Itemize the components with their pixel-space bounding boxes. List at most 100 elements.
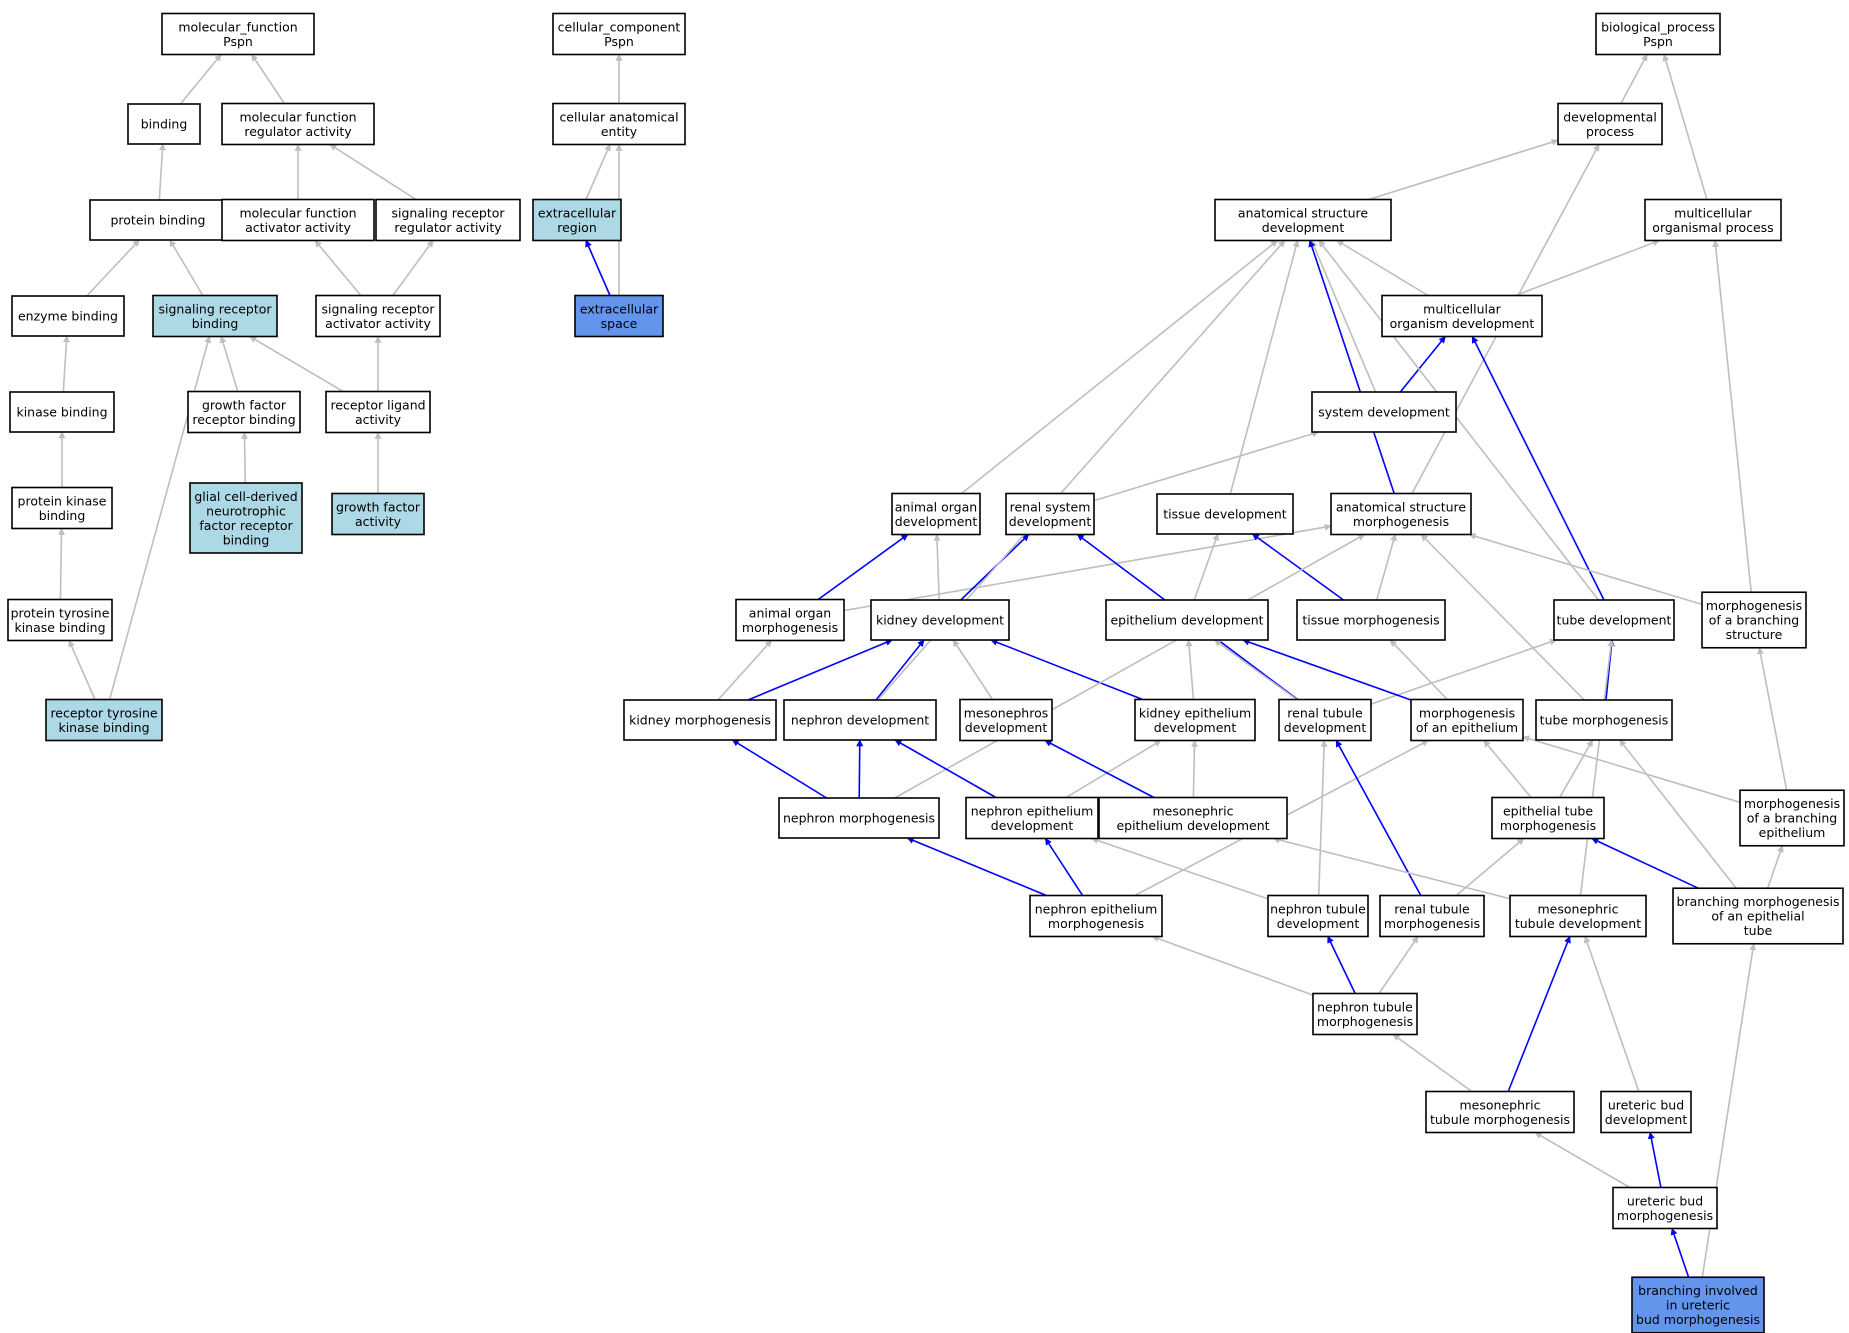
edge-rtd-to-epd	[1214, 639, 1298, 701]
edge-ntm-to-nem	[1151, 935, 1314, 996]
node-box	[331, 492, 425, 536]
node-box	[1739, 789, 1845, 847]
node-label: space	[601, 316, 638, 331]
edge-mod-to-mop	[1515, 239, 1661, 297]
edge-mtd-to-td	[1579, 639, 1615, 896]
go-term-node-epd: epithelium development	[1105, 599, 1269, 641]
go-term-node-protein_binding: protein binding	[89, 199, 227, 241]
edge-mtm-to-mtd	[1507, 935, 1571, 1092]
edge-biubm-to-ubm	[1670, 1227, 1690, 1278]
edge-asm-to-asd	[1308, 239, 1395, 494]
node-label: process	[1586, 124, 1634, 139]
edge-epd-to-tisdev	[1193, 533, 1219, 601]
node-label: biological_process	[1601, 19, 1715, 34]
node-label: Pspn	[1643, 34, 1673, 49]
node-label: multicellular	[1674, 205, 1753, 220]
go-term-node-kd: kidney development	[870, 599, 1010, 641]
node-box	[1381, 294, 1543, 338]
node-label: branching morphogenesis	[1677, 894, 1840, 909]
node-box	[870, 599, 1010, 641]
go-term-node-km: kidney morphogenesis	[623, 699, 777, 741]
node-label: protein tyrosine	[11, 605, 110, 620]
node-label: ureteric bud	[1608, 1097, 1684, 1112]
node-label: anatomical structure	[1336, 499, 1466, 514]
node-label: nephron tubule	[1270, 901, 1366, 916]
node-box	[11, 486, 113, 530]
node-label: ureteric bud	[1627, 1193, 1703, 1208]
edge-ecr-to-cae	[585, 143, 611, 200]
node-label: activity	[355, 412, 402, 427]
go-term-node-tm: tissue morphogenesis	[1296, 599, 1446, 641]
node-label: molecular function	[239, 109, 356, 124]
node-label: mesonephric	[1460, 1097, 1541, 1112]
edge-bmet-to-etm	[1591, 837, 1699, 890]
edge-ptkb-to-pkb	[57, 527, 65, 600]
node-label: organismal process	[1652, 220, 1773, 235]
node-label: tissue development	[1163, 507, 1287, 522]
go-term-node-tubm: tube morphogenesis	[1535, 699, 1673, 741]
node-label: enzyme binding	[18, 309, 118, 324]
node-label: development	[1154, 720, 1237, 735]
node-label: epithelium development	[1116, 818, 1269, 833]
node-label: extracellular	[580, 301, 659, 316]
edge-mtd-to-med	[1272, 836, 1511, 900]
node-box	[152, 294, 278, 338]
edge-td-to-asd	[1318, 239, 1600, 601]
node-label: kinase binding	[14, 620, 105, 635]
node-label: molecular function	[239, 205, 356, 220]
node-box	[221, 102, 375, 146]
edge-mod-to-asd	[1336, 239, 1429, 297]
node-box	[1105, 599, 1269, 641]
edge-nm-to-km	[731, 739, 828, 799]
edge-sraa-to-srra	[392, 239, 434, 296]
node-label: morphogenesis	[1384, 916, 1480, 931]
edge-asd-to-devp	[1368, 138, 1559, 201]
edge-rla-to-srb	[249, 335, 344, 393]
node-label: nephron development	[791, 713, 929, 728]
edge-rtm-to-etm	[1455, 837, 1525, 897]
edge-med-to-ked	[1190, 739, 1198, 798]
node-label: epithelial tube	[1503, 803, 1593, 818]
edge-ubd-to-mtd	[1583, 935, 1640, 1092]
go-term-node-td: tube development	[1553, 599, 1675, 641]
edge-rtkb-to-ptkb	[68, 639, 96, 700]
node-label: binding	[39, 508, 86, 523]
node-box	[1535, 699, 1673, 741]
edge-km-to-kd	[747, 639, 893, 701]
edge-tm-to-asm	[1375, 533, 1397, 601]
node-label: multicellular	[1423, 301, 1502, 316]
node-label: neurotrophic	[206, 503, 286, 518]
node-label: kidney development	[876, 613, 1004, 628]
edge-moe-to-epd	[1242, 638, 1412, 701]
node-label: of an epithelium	[1416, 720, 1518, 735]
go-term-node-enzyme_binding: enzyme binding	[11, 295, 125, 337]
node-box	[1425, 1090, 1575, 1134]
node-label: bud morphogenesis	[1636, 1312, 1760, 1327]
edge-gfrb-to-srb	[219, 335, 239, 392]
node-label: nephron epithelium	[971, 803, 1094, 818]
edge-ntm-to-ntd	[1327, 935, 1356, 994]
edge-sysdev-to-mod	[1399, 335, 1446, 393]
node-label: renal system	[1010, 499, 1091, 514]
node-box	[735, 598, 845, 642]
go-term-node-sysdev: system development	[1311, 391, 1457, 433]
node-label: tube morphogenesis	[1540, 713, 1669, 728]
node-box	[1214, 198, 1392, 242]
